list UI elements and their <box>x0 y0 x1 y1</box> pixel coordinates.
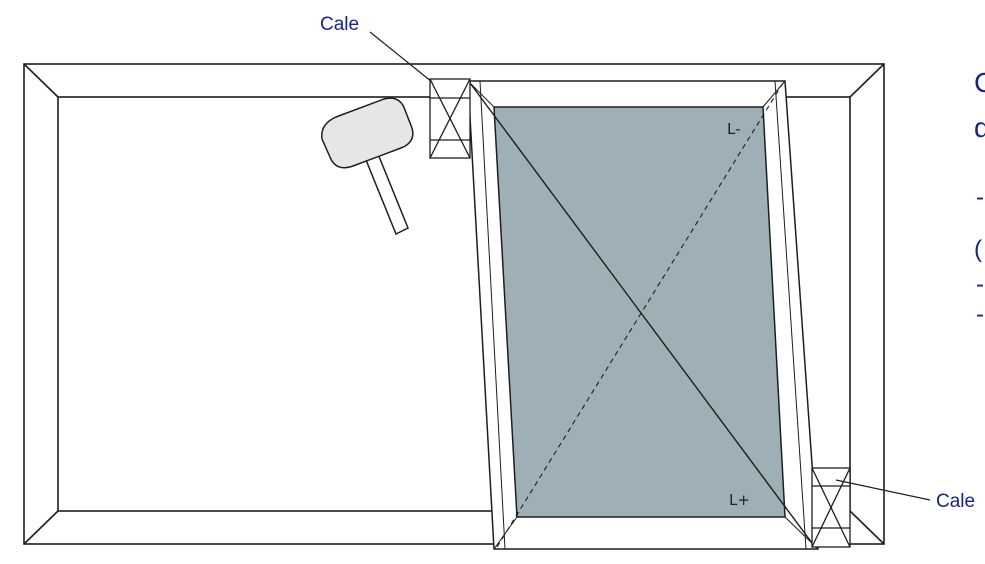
side-text-line3: - <box>976 184 984 211</box>
mallet-handle <box>365 152 409 236</box>
sash-profile-left <box>479 80 506 550</box>
side-text-line2: d <box>974 112 985 143</box>
sash-corner-bl <box>493 516 518 550</box>
label-l-minus: L- <box>727 120 741 138</box>
frame-corner-br <box>849 510 885 545</box>
shim-top <box>429 78 471 159</box>
side-text-line4: ( <box>974 236 982 263</box>
mallet-icon <box>321 97 414 236</box>
shim-bottom <box>811 467 851 548</box>
side-text-line1: C <box>974 67 985 98</box>
frame-corner-tr <box>849 63 885 98</box>
label-cale-bottom: Cale <box>936 491 975 512</box>
diagonal-dashed <box>496 82 784 548</box>
side-text: C d - ( - - <box>974 67 985 328</box>
diagonal-solid <box>469 82 816 548</box>
label-cale-top: Cale <box>320 14 359 35</box>
wall-frame-outer <box>23 63 885 545</box>
side-text-line5: - <box>976 271 984 298</box>
leader-cale-bottom <box>835 479 931 501</box>
frame-corner-bl <box>23 510 59 545</box>
side-text-line6: - <box>976 301 984 328</box>
mallet-head <box>321 97 414 169</box>
sash-profile-right <box>774 80 807 550</box>
frame-corner-tl <box>23 63 59 98</box>
label-l-plus: L+ <box>729 491 750 509</box>
leader-cale-top <box>369 31 433 83</box>
